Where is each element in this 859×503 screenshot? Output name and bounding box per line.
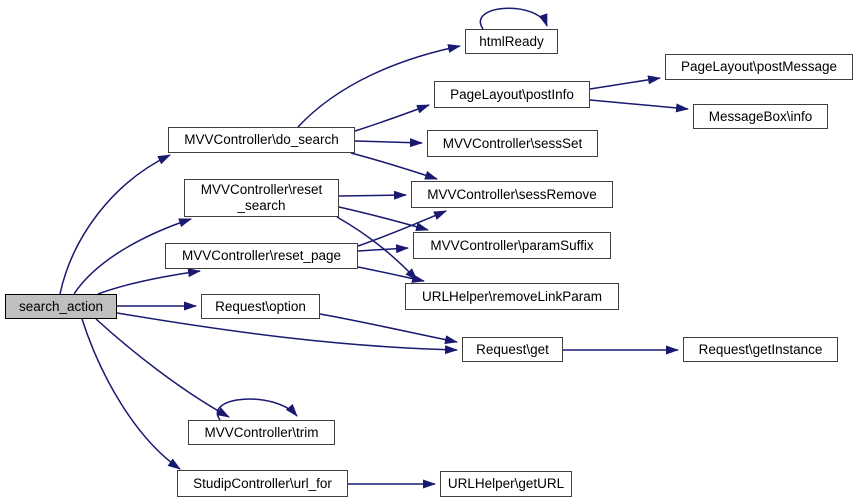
node-post-message[interactable]: PageLayout\postMessage xyxy=(665,54,853,80)
node-message-box-info[interactable]: MessageBox\info xyxy=(693,104,828,129)
edge-mvv-trim-to-mvv-trim xyxy=(216,398,298,421)
edge-search-action-to-url-for xyxy=(81,318,181,470)
edge-post-info-to-post-message xyxy=(589,75,661,90)
node-sess-remove[interactable]: MVVController\sessRemove xyxy=(411,181,613,208)
edge-reset-search-to-remove-link-param xyxy=(336,216,418,281)
node-url-for[interactable]: StudipController\url_for xyxy=(177,470,348,497)
edge-search-action-to-do-search xyxy=(59,154,171,295)
edge-reset-search-to-sess-remove xyxy=(338,190,407,200)
node-sess-set[interactable]: MVVController\sessSet xyxy=(427,130,598,157)
node-mvv-trim[interactable]: MVVController\trim xyxy=(188,420,335,445)
node-param-suffix[interactable]: MVVController\paramSuffix xyxy=(413,232,611,259)
edge-do-search-to-html-ready xyxy=(297,44,461,128)
node-html-ready[interactable]: htmlReady xyxy=(465,29,558,54)
edge-post-info-to-message-box-info xyxy=(589,99,689,113)
edge-search-action-to-request-get xyxy=(116,312,458,355)
edge-reset-page-to-param-suffix xyxy=(357,244,409,254)
edge-do-search-to-sess-remove xyxy=(350,152,438,180)
node-request-get[interactable]: Request\get xyxy=(462,337,563,362)
node-reset-page[interactable]: MVVController\reset_page xyxy=(165,243,358,269)
edge-search-action-to-mvv-trim xyxy=(95,318,230,418)
edge-reset-page-to-sess-remove xyxy=(357,210,447,247)
edge-request-option-to-request-get xyxy=(319,313,458,345)
edge-reset-search-to-param-suffix xyxy=(338,206,429,232)
node-search-action: search_action xyxy=(5,294,117,319)
node-do-search[interactable]: MVVController\do_search xyxy=(168,127,355,153)
edge-reset-page-to-remove-link-param xyxy=(357,266,425,283)
edge-search-action-to-reset-page xyxy=(97,268,201,295)
node-reset-search[interactable]: MVVController\reset _search xyxy=(184,179,339,217)
edge-html-ready-to-html-ready xyxy=(479,7,548,30)
node-request-get-instance[interactable]: Request\getInstance xyxy=(683,337,838,362)
edge-do-search-to-sess-set xyxy=(354,138,423,148)
node-url-helper-get-url[interactable]: URLHelper\getURL xyxy=(440,471,572,497)
edge-do-search-to-post-info xyxy=(354,104,430,132)
node-remove-link-param[interactable]: URLHelper\removeLinkParam xyxy=(405,283,619,310)
node-request-option[interactable]: Request\option xyxy=(201,294,320,319)
edge-search-action-to-reset-search xyxy=(73,218,192,295)
node-post-info[interactable]: PageLayout\postInfo xyxy=(434,81,590,108)
